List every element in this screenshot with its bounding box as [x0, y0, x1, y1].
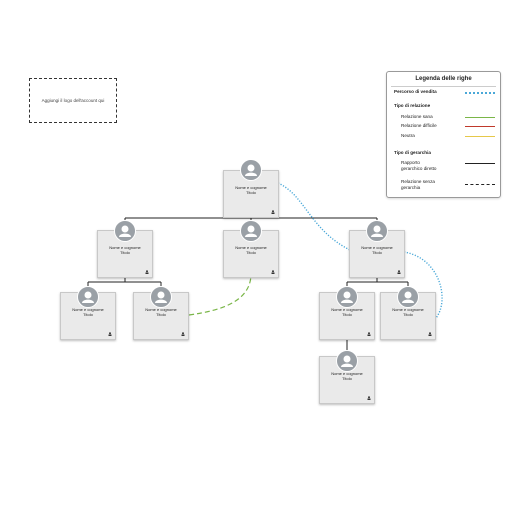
card-name: Nome e cognome [235, 245, 267, 250]
person-avatar-icon [240, 159, 262, 181]
user-small-icon [367, 396, 371, 400]
person-avatar-icon [240, 220, 262, 242]
card-name: Nome e cognome [72, 307, 104, 312]
card-title: Titolo [83, 312, 93, 317]
user-small-icon [181, 332, 185, 336]
legend-healthy: Relazione sana [401, 114, 433, 119]
card-title: Titolo [120, 250, 130, 255]
card-name: Nome e cognome [145, 307, 177, 312]
legend-healthy-sample [465, 117, 495, 118]
hierarchy-line [346, 274, 409, 292]
card-title: Titolo [156, 312, 166, 317]
sales-path-line [277, 182, 351, 251]
card-title: Titolo [342, 312, 352, 317]
legend-sales-path: Percorso di vendita [394, 89, 437, 94]
logo-placeholder-text: Aggiungi il logo dell'account qui [41, 98, 105, 103]
user-small-icon [145, 270, 149, 274]
legend-divider [391, 86, 496, 87]
legend-hierarchy-type: Tipo di gerarchia [394, 150, 431, 155]
user-small-icon [108, 332, 112, 336]
legend-difficult: Relazione difficile [401, 123, 437, 128]
hierarchy-line [87, 274, 162, 292]
legend-direct-report-line2: gerarchico diretto [401, 166, 437, 171]
user-small-icon [397, 270, 401, 274]
card-title: Titolo [246, 250, 256, 255]
legend-no-hierarchy-sample [465, 184, 495, 185]
legend-sales-path-sample [465, 92, 495, 94]
logo-placeholder[interactable]: Aggiungi il logo dell'account qui [29, 78, 117, 123]
line-legend: Legenda delle righe Percorso di vendita … [386, 71, 501, 198]
healthy-relation-line [188, 274, 252, 316]
card-name: Nome e cognome [235, 185, 267, 190]
person-avatar-icon [336, 286, 358, 308]
legend-difficult-sample [465, 126, 495, 127]
card-name: Nome e cognome [392, 307, 424, 312]
card-name: Nome e cognome [331, 371, 363, 376]
legend-direct-report-sample [465, 163, 495, 164]
legend-direct-report: Rapporto gerarchico diretto [401, 160, 437, 172]
card-name: Nome e cognome [109, 245, 141, 250]
card-name: Nome e cognome [331, 307, 363, 312]
card-title: Titolo [372, 250, 382, 255]
person-avatar-icon [77, 286, 99, 308]
card-title: Titolo [342, 376, 352, 381]
user-small-icon [271, 270, 275, 274]
legend-neutral: Neutra [401, 133, 415, 138]
legend-no-hierarchy: Relazione senza gerarchia [401, 179, 435, 191]
sales-path-line [403, 251, 443, 319]
card-title: Titolo [246, 190, 256, 195]
card-title: Titolo [403, 312, 413, 317]
user-small-icon [367, 332, 371, 336]
legend-no-hierarchy-line1: Relazione senza [401, 179, 435, 184]
person-avatar-icon [150, 286, 172, 308]
person-avatar-icon [114, 220, 136, 242]
legend-neutral-sample [465, 136, 495, 137]
legend-no-hierarchy-line2: gerarchia [401, 185, 421, 190]
user-small-icon [428, 332, 432, 336]
person-avatar-icon [366, 220, 388, 242]
card-name: Nome e cognome [361, 245, 393, 250]
legend-direct-report-line1: Rapporto [401, 160, 420, 165]
user-small-icon [271, 210, 275, 214]
person-avatar-icon [397, 286, 419, 308]
person-avatar-icon [336, 350, 358, 372]
legend-relationship-type: Tipo di relazione [394, 103, 431, 108]
legend-title: Legenda delle righe [415, 76, 472, 82]
